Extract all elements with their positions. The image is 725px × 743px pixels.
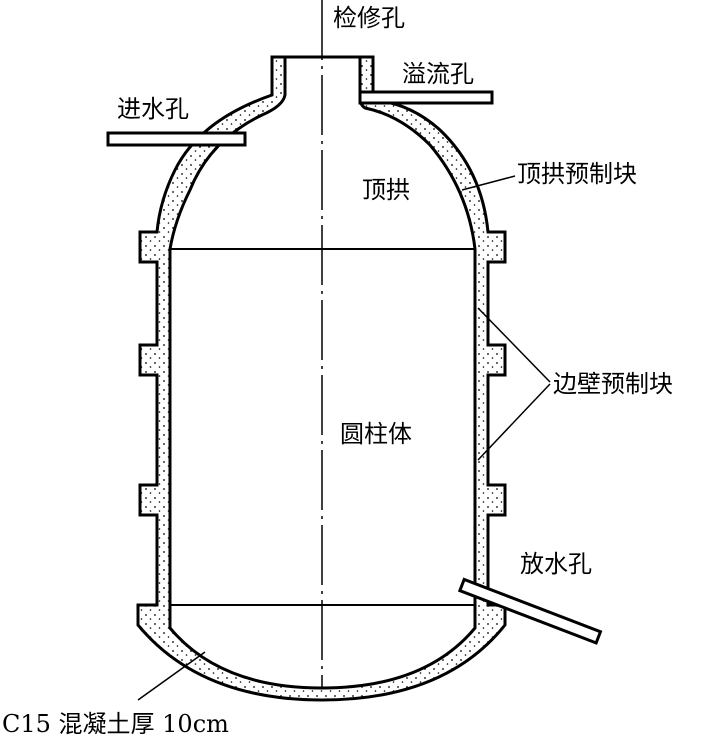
label-drain: 放水孔: [520, 550, 592, 578]
label-cylinder: 圆柱体: [340, 420, 412, 448]
label-inlet: 进水孔: [117, 95, 189, 123]
label-manhole: 检修孔: [333, 4, 405, 32]
label-dome-block: 顶拱预制块: [517, 160, 637, 188]
wall-block-leader-upper: [477, 307, 551, 383]
label-dome: 顶拱: [362, 176, 410, 204]
overflow-pipe: [358, 90, 494, 105]
label-concrete: C15 混凝土厚 10cm: [2, 710, 229, 738]
dome-block-leader: [461, 175, 516, 191]
label-overflow: 溢流孔: [402, 60, 474, 88]
drain-pipe: [457, 577, 603, 645]
wall-block-leader-lower: [477, 383, 551, 461]
label-wall-block: 边壁预制块: [553, 370, 673, 398]
inlet-pipe: [106, 131, 247, 147]
concrete-leader: [137, 651, 206, 701]
